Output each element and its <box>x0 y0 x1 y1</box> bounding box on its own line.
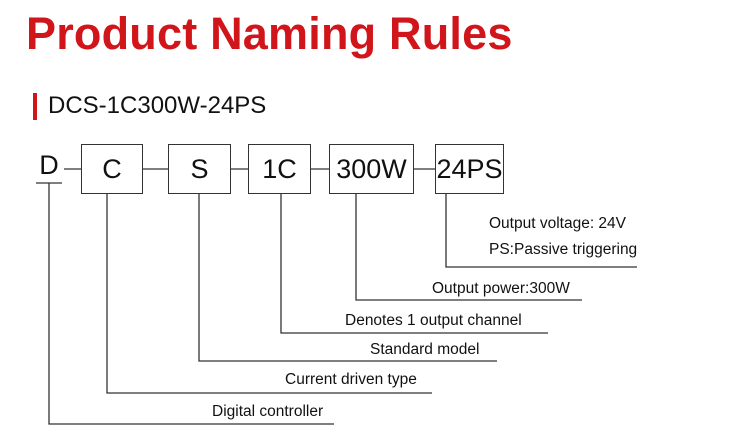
label-passive-triggering: PS:Passive triggering <box>489 241 638 258</box>
label-output-voltage: Output voltage: 24V <box>489 215 627 232</box>
subtitle-accent-bar <box>33 93 37 120</box>
leader-output-power <box>355 194 582 301</box>
page-title: Product Naming Rules <box>26 8 513 59</box>
label-standard-model: Standard model <box>370 341 480 358</box>
segment-box-c: C <box>81 144 143 194</box>
model-code-heading: DCS-1C300W-24PS <box>48 92 267 119</box>
segment-box-1c: 1C <box>248 144 311 194</box>
segment-box-300w: 300W <box>329 144 414 194</box>
leader-standard-model <box>198 194 497 362</box>
leader-output-voltage <box>445 194 637 268</box>
label-current-driven: Current driven type <box>285 371 417 388</box>
label-output-power: Output power:300W <box>432 280 570 297</box>
label-digital-controller: Digital controller <box>212 403 324 420</box>
label-output-channel: Denotes 1 output channel <box>345 312 522 329</box>
leader-digital-controller <box>48 183 334 425</box>
segment-box-s: S <box>168 144 231 194</box>
leader-output-channel <box>280 194 548 334</box>
segment-d: D <box>39 150 59 180</box>
leader-current-driven <box>106 194 432 394</box>
segment-box-24ps: 24PS <box>435 144 504 194</box>
